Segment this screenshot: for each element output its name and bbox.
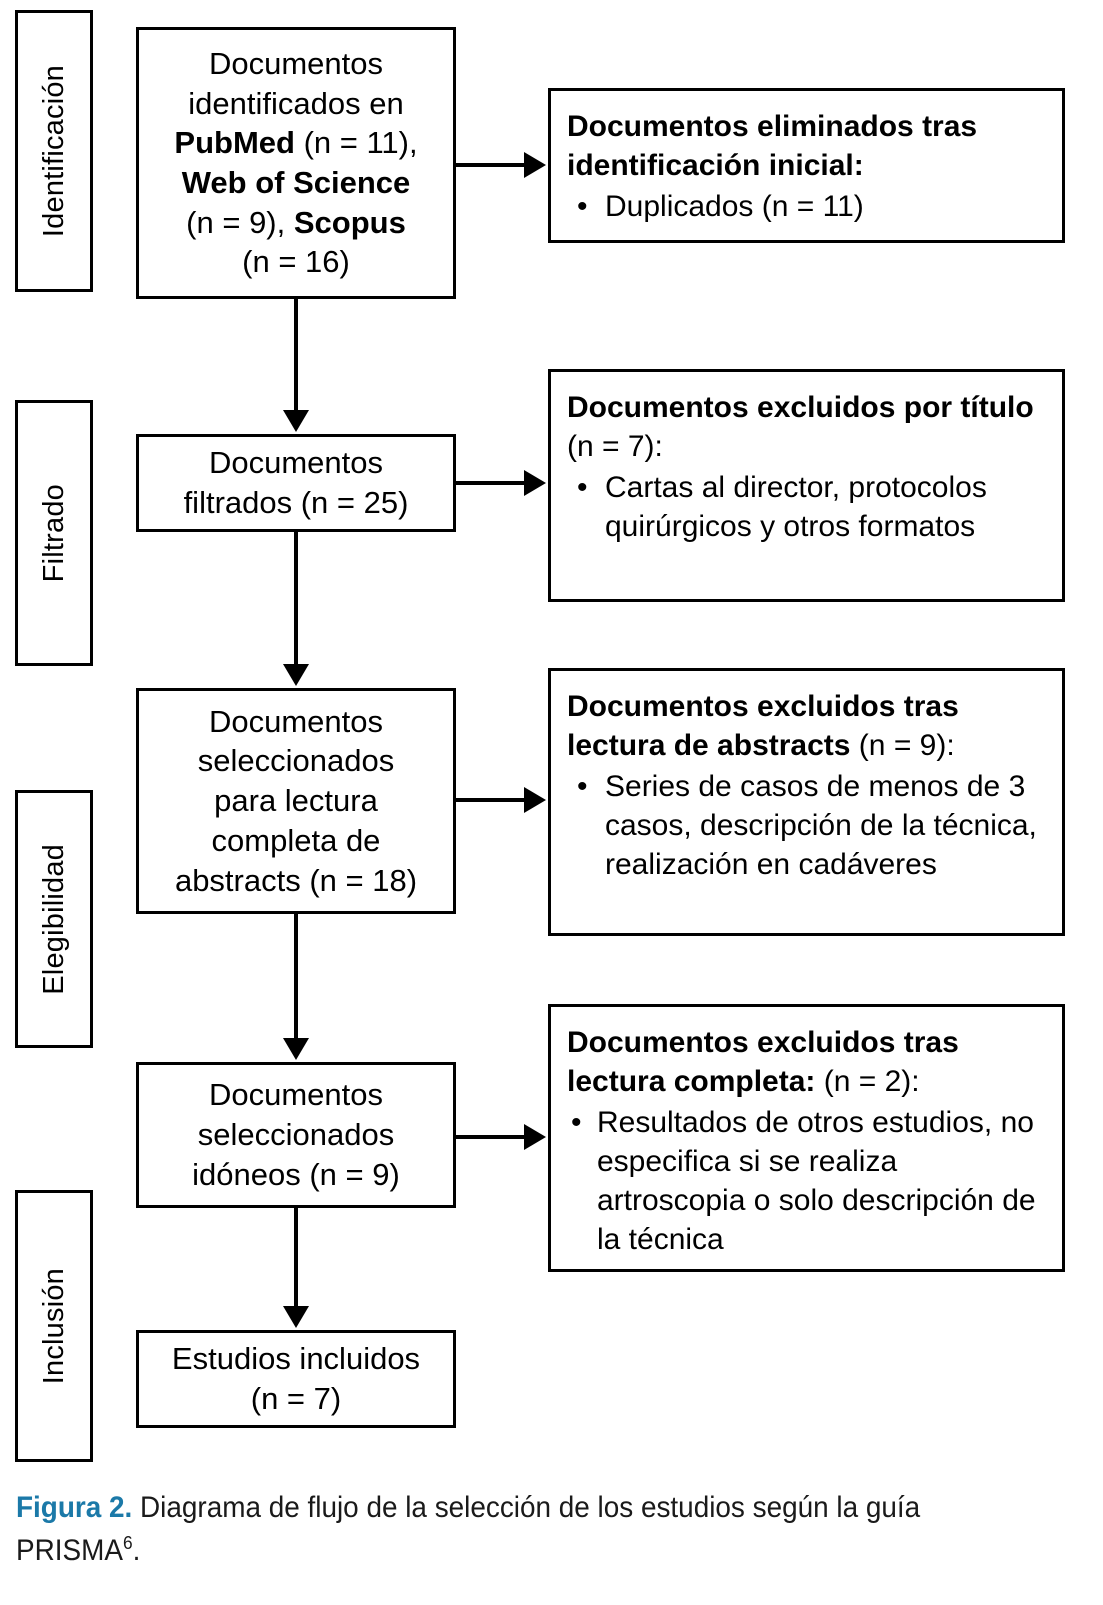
node-documents-abstracts-text: Documentos seleccionados para lectura co… [174, 703, 418, 898]
stage-box-identificacion: Identificación [15, 10, 93, 292]
figure-caption-label: Figura 2. [16, 1491, 133, 1524]
figure-caption-superscript: 6 [122, 1531, 133, 1553]
list-item: Resultados de otros estudios, no especif… [567, 1103, 1048, 1259]
node-excluded-identification: Documentos eliminados tras identificació… [548, 88, 1065, 243]
node-documents-identified-text: Documentos identificados en PubMed (n = … [174, 45, 418, 280]
node-excluded-fulltext-bullets: Resultados de otros estudios, no especif… [567, 1103, 1048, 1259]
node-documents-eligible: Documentos seleccionados idóneos (n = 9) [136, 1062, 456, 1208]
connector-abstracts-to-eligible [294, 914, 298, 1040]
figure-caption-text: Diagrama de flujo de la selección de los… [16, 1491, 921, 1567]
arrowhead-identified-to-screened [283, 410, 309, 432]
connector-eligible-to-excluded [456, 1135, 528, 1139]
node-excluded-title-heading: Documentos excluidos por título (n = 7): [567, 391, 1034, 463]
arrowhead-screened-to-excluded [524, 470, 546, 496]
connector-screened-to-abstracts [294, 532, 298, 666]
arrowhead-identified-to-excluded [524, 152, 546, 178]
figure-caption: Figura 2. Diagrama de flujo de la selecc… [16, 1487, 1002, 1572]
stage-label-elegibilidad: Elegibilidad [37, 843, 70, 995]
source-pubmed: PubMed [174, 125, 295, 161]
stage-box-filtrado: Filtrado [15, 400, 93, 666]
node-excluded-abstracts: Documentos excluidos tras lectura de abs… [548, 668, 1065, 936]
figure-caption-period: . [132, 1533, 141, 1567]
node-documents-screened-text: Documentos filtrados (n = 25) [183, 445, 409, 520]
node-documents-abstracts: Documentos seleccionados para lectura co… [136, 688, 456, 914]
node-excluded-fulltext: Documentos excluidos tras lectura comple… [548, 1004, 1065, 1272]
arrowhead-abstracts-to-excluded [524, 787, 546, 813]
connector-eligible-to-included [294, 1208, 298, 1310]
node-excluded-identification-heading: Documentos eliminados tras identificació… [567, 110, 978, 182]
source-web-of-science: Web of Science [181, 165, 411, 200]
arrowhead-abstracts-to-eligible [283, 1038, 309, 1060]
connector-identified-to-screened [294, 299, 298, 412]
arrowhead-eligible-to-excluded [524, 1124, 546, 1150]
stage-box-inclusion: Inclusión [15, 1190, 93, 1462]
node-excluded-abstracts-bullets: Series de casos de menos de 3 casos, des… [567, 767, 1048, 884]
arrowhead-eligible-to-included [283, 1306, 309, 1328]
arrowhead-screened-to-abstracts [283, 664, 309, 686]
connector-screened-to-excluded [456, 481, 528, 485]
node-excluded-title: Documentos excluidos por título (n = 7):… [548, 369, 1065, 602]
node-excluded-identification-bullets: Duplicados (n = 11) [567, 187, 1048, 226]
node-documents-identified: Documentos identificados en PubMed (n = … [136, 27, 456, 299]
stage-label-identificacion: Identificación [37, 64, 70, 238]
list-item: Cartas al director, protocolos quirúrgic… [567, 468, 1048, 546]
stage-label-filtrado: Filtrado [37, 483, 70, 583]
list-item: Series de casos de menos de 3 casos, des… [567, 767, 1048, 884]
connector-abstracts-to-excluded [456, 798, 528, 802]
stage-label-inclusion: Inclusión [37, 1267, 70, 1385]
node-excluded-title-bullets: Cartas al director, protocolos quirúrgic… [567, 468, 1048, 546]
node-documents-eligible-text: Documentos seleccionados idóneos (n = 9) [192, 1077, 400, 1192]
list-item: Duplicados (n = 11) [567, 187, 1048, 226]
node-documents-screened: Documentos filtrados (n = 25) [136, 434, 456, 532]
node-excluded-abstracts-heading: Documentos excluidos tras lectura de abs… [567, 690, 959, 762]
connector-identified-to-excluded [456, 163, 528, 167]
source-scopus: Scopus [293, 204, 406, 240]
node-excluded-fulltext-heading: Documentos excluidos tras lectura comple… [567, 1026, 959, 1098]
node-studies-included-text: Estudios incluidos (n = 7) [171, 1341, 421, 1416]
stage-box-elegibilidad: Elegibilidad [15, 790, 93, 1048]
node-studies-included: Estudios incluidos (n = 7) [136, 1330, 456, 1428]
